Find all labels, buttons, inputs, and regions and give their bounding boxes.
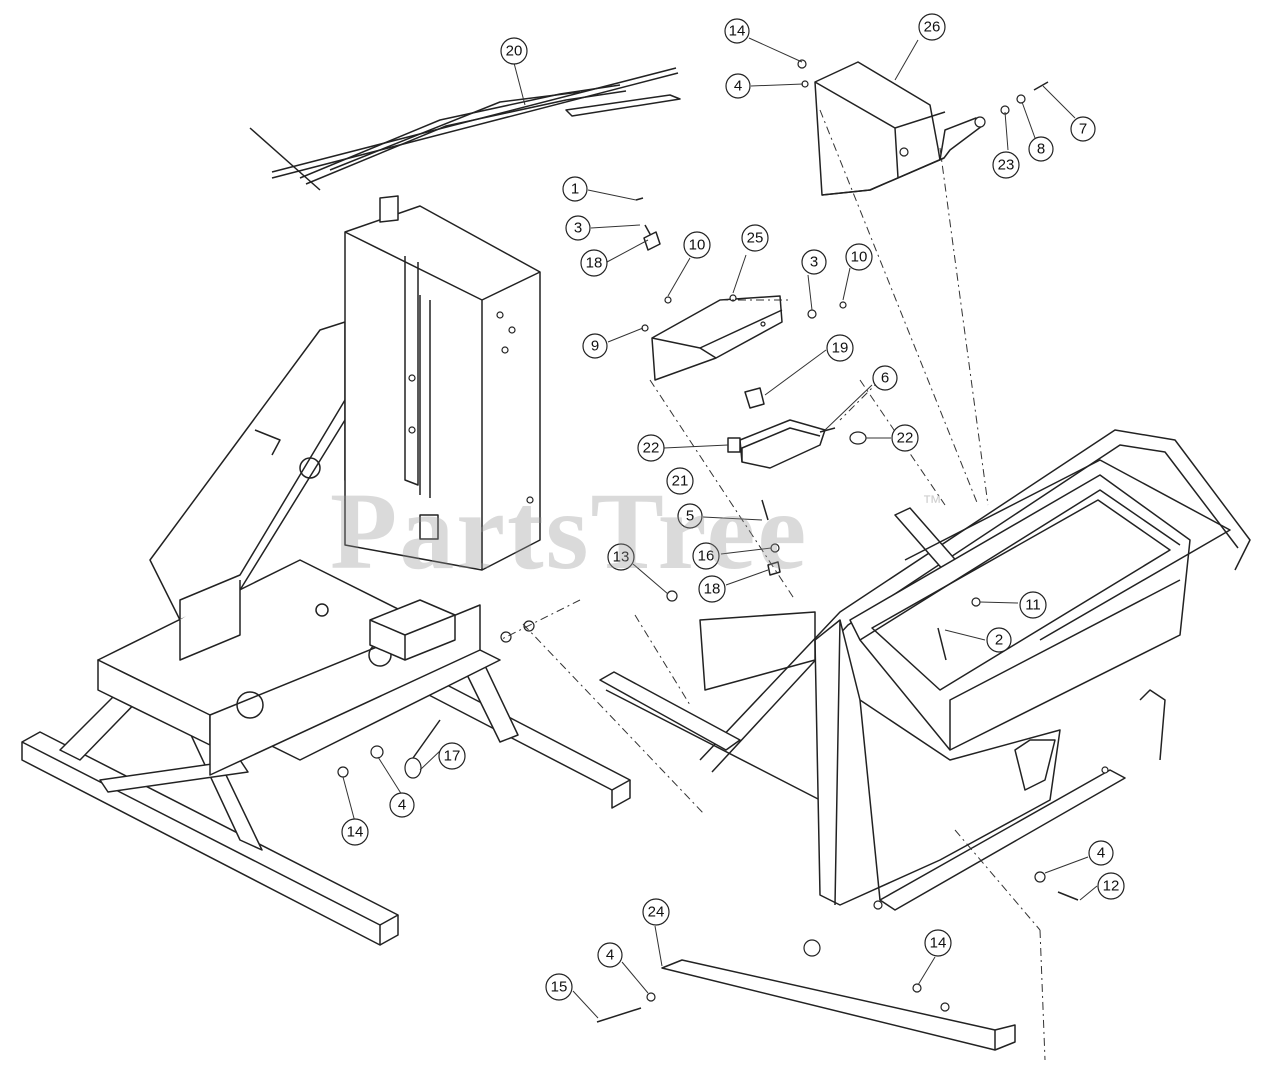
- callout-8: 8: [1028, 136, 1054, 162]
- callout-17: 17: [438, 742, 466, 770]
- svg-text:11: 11: [1025, 597, 1041, 614]
- svg-text:8: 8: [1037, 141, 1045, 158]
- svg-text:2: 2: [995, 632, 1003, 649]
- svg-text:4: 4: [734, 78, 742, 95]
- callout-4: 4: [725, 73, 751, 99]
- svg-text:14: 14: [930, 935, 947, 952]
- callout-14: 14: [341, 818, 369, 846]
- svg-text:3: 3: [574, 220, 582, 237]
- callout-18: 18: [698, 575, 726, 603]
- svg-text:10: 10: [689, 237, 706, 254]
- watermark-trademark: ™: [922, 492, 942, 514]
- callout-14: 14: [924, 929, 952, 957]
- svg-text:15: 15: [551, 979, 568, 996]
- svg-text:9: 9: [591, 338, 599, 355]
- callout-5: 5: [677, 503, 703, 529]
- svg-text:20: 20: [506, 43, 523, 60]
- svg-text:1: 1: [571, 181, 579, 198]
- callout-25: 25: [741, 224, 769, 252]
- svg-text:14: 14: [729, 23, 746, 40]
- callout-21: 21: [666, 467, 694, 495]
- callout-14: 14: [724, 18, 750, 44]
- callout-16: 16: [692, 542, 720, 570]
- svg-text:4: 4: [606, 947, 614, 964]
- svg-text:19: 19: [832, 340, 849, 357]
- svg-text:5: 5: [686, 508, 694, 525]
- part-left-frame: [21, 195, 631, 946]
- svg-text:4: 4: [398, 797, 406, 814]
- callout-12: 12: [1097, 872, 1125, 900]
- part-chute-cover: [797, 59, 1049, 196]
- svg-text:17: 17: [444, 748, 461, 765]
- callout-4: 4: [1088, 840, 1114, 866]
- part-rods: [249, 67, 681, 191]
- svg-text:6: 6: [881, 370, 889, 387]
- svg-text:18: 18: [704, 581, 721, 598]
- svg-text:22: 22: [897, 430, 914, 447]
- svg-text:23: 23: [998, 157, 1015, 174]
- part-switch-assembly: [666, 387, 867, 602]
- svg-text:16: 16: [698, 548, 715, 565]
- svg-text:7: 7: [1079, 121, 1087, 138]
- svg-text:13: 13: [613, 549, 630, 566]
- callout-6: 6: [872, 365, 898, 391]
- callout-26: 26: [918, 13, 946, 41]
- callout-22: 22: [891, 424, 919, 452]
- svg-text:14: 14: [347, 824, 364, 841]
- callout-23: 23: [992, 151, 1020, 179]
- callout-15: 15: [545, 973, 573, 1001]
- svg-text:4: 4: [1097, 845, 1105, 862]
- callout-13: 13: [607, 543, 635, 571]
- callout-4: 4: [597, 942, 623, 968]
- part-switch-bracket: [635, 197, 847, 381]
- leader-lines: [342, 37, 1098, 1019]
- part-bottom-rod: [596, 959, 1016, 1051]
- callout-22: 22: [637, 434, 665, 462]
- callout-4: 4: [389, 792, 415, 818]
- svg-text:26: 26: [924, 19, 941, 36]
- callout-10: 10: [683, 231, 711, 259]
- callout-9: 9: [582, 333, 608, 359]
- svg-text:21: 21: [672, 473, 689, 490]
- callout-19: 19: [826, 334, 854, 362]
- svg-text:18: 18: [586, 255, 603, 272]
- svg-text:22: 22: [643, 440, 660, 457]
- callouts: 14 26 4 7 8 23 20 1 3 18 10 25 3 10 9 19…: [341, 13, 1125, 1001]
- callout-7: 7: [1070, 116, 1096, 142]
- svg-text:10: 10: [851, 249, 868, 266]
- callout-3: 3: [565, 215, 591, 241]
- svg-text:24: 24: [648, 904, 665, 921]
- callout-1: 1: [562, 176, 588, 202]
- callout-3: 3: [801, 249, 827, 275]
- callout-20: 20: [500, 37, 528, 65]
- svg-text:12: 12: [1103, 878, 1120, 895]
- callout-10: 10: [845, 243, 873, 271]
- callout-11: 11: [1019, 591, 1047, 619]
- callout-24: 24: [642, 898, 670, 926]
- part-chute-body: [599, 429, 1251, 957]
- svg-text:25: 25: [747, 230, 764, 247]
- callout-2: 2: [986, 627, 1012, 653]
- svg-text:3: 3: [810, 254, 818, 271]
- callout-18: 18: [580, 249, 608, 277]
